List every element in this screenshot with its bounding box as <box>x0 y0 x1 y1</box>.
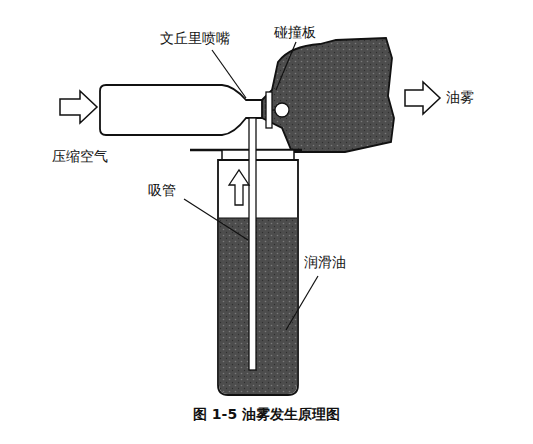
plate-label: 碰撞板 <box>274 24 316 41</box>
oil-label: 润滑油 <box>304 254 346 271</box>
nozzle-label: 文丘里喷嘴 <box>160 30 230 47</box>
tube-label: 吸管 <box>148 182 176 199</box>
air-label: 压缩空气 <box>52 148 108 165</box>
figure-caption: 图 1-5 油雾发生原理图 <box>0 406 533 424</box>
mist-label: 油雾 <box>446 89 474 106</box>
